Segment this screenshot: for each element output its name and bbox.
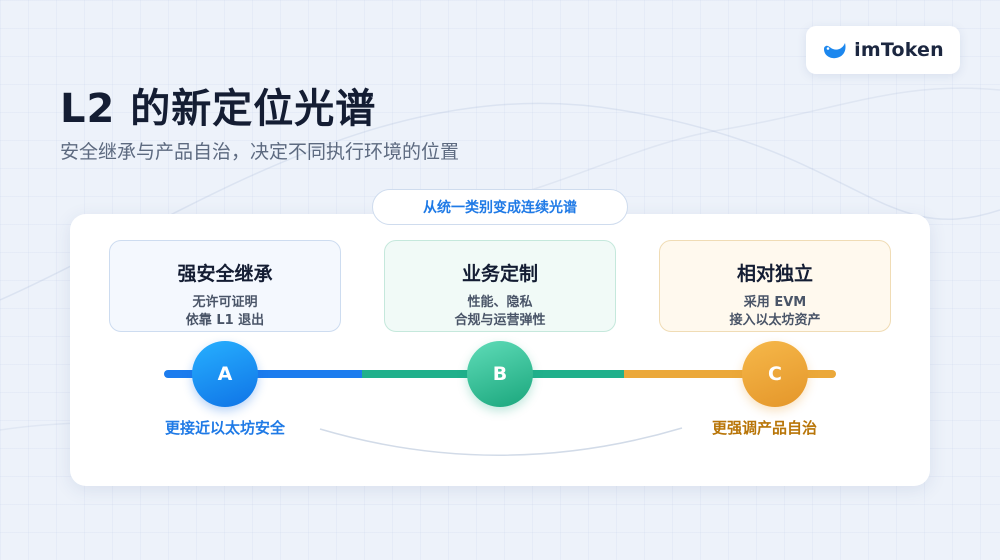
category-box-business-custom: 业务定制 性能、隐私 合规与运营弹性 — [384, 240, 616, 332]
spectrum-pill-label: 从统一类别变成连续光谱 — [372, 189, 628, 225]
spectrum-track-segment-a — [164, 370, 368, 378]
category-detail-1: 性能、隐私 — [467, 295, 533, 310]
spectrum-arc — [319, 427, 683, 456]
category-detail-2: 接入以太坊资产 — [729, 313, 821, 328]
category-detail-2: 合规与运营弹性 — [454, 313, 546, 328]
brand-name: imToken — [854, 39, 944, 61]
marker-a: A — [192, 341, 258, 407]
category-title: 业务定制 — [461, 263, 538, 285]
right-caption: 更强调产品自治 — [712, 419, 818, 437]
category-box-independent: 相对独立 采用 EVM 接入以太坊资产 — [659, 240, 891, 332]
left-caption: 更接近以太坊安全 — [165, 419, 286, 437]
marker-b: B — [467, 341, 533, 407]
category-detail-1: 无许可证明 — [192, 295, 258, 310]
page-title: L2 的新定位光谱 — [60, 86, 377, 132]
brand-badge: imToken — [806, 26, 960, 74]
category-title: 强安全继承 — [177, 263, 273, 285]
category-detail-1: 采用 EVM — [743, 295, 807, 310]
category-detail-2: 依靠 L1 退出 — [185, 313, 265, 328]
imtoken-logo-icon — [824, 43, 846, 59]
page-subtitle: 安全继承与产品自治，决定不同执行环境的位置 — [60, 141, 460, 163]
category-title: 相对独立 — [736, 263, 813, 285]
marker-c: C — [742, 341, 808, 407]
category-box-strong-security: 强安全继承 无许可证明 依靠 L1 退出 — [109, 240, 341, 332]
spectrum-track-segment-c — [624, 370, 836, 378]
